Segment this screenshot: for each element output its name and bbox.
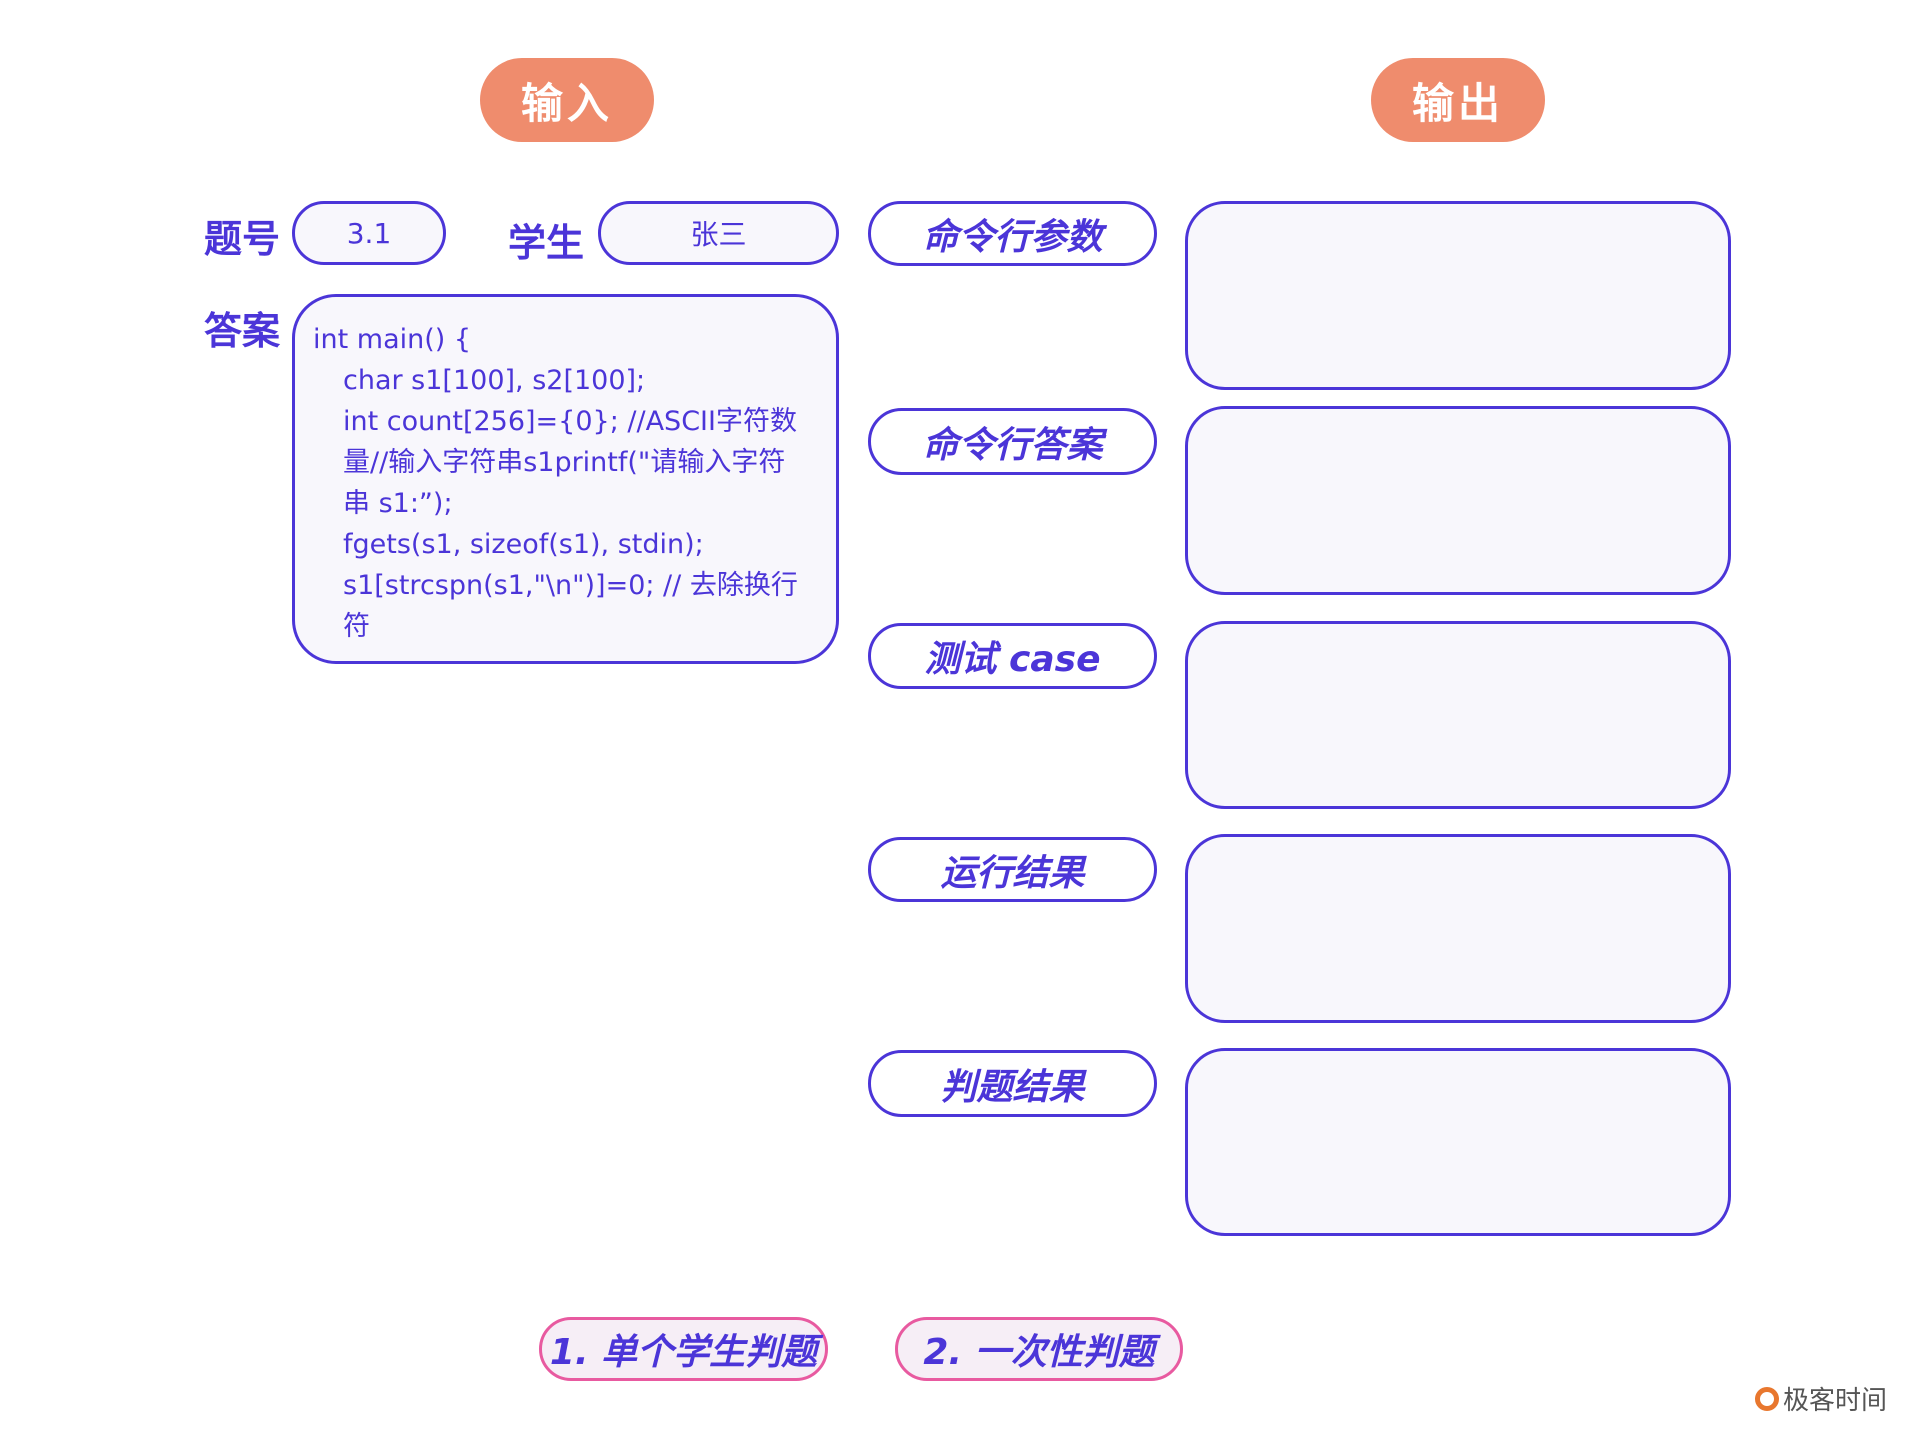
judge-result-label: 判题结果 (868, 1050, 1157, 1117)
logo: 极客时间 (1755, 1380, 1887, 1417)
test-case-label: 测试 case (868, 623, 1157, 689)
answer-code-field[interactable]: int main() { char s1[100], s2[100]; int … (292, 294, 839, 664)
batch-judge-button[interactable]: 2. 一次性判题 (895, 1317, 1183, 1381)
input-header: 输入 (480, 58, 654, 142)
question-no-field[interactable]: 3.1 (292, 201, 446, 265)
code-line: s1[strcspn(s1,"\n")]=0; // 去除换行符 (343, 570, 798, 642)
logo-icon (1755, 1386, 1779, 1411)
code-line: char s1[100], s2[100]; (343, 365, 646, 396)
logo-text: 极客时间 (1783, 1386, 1888, 1416)
code-line: int count[256]={0}; //ASCII字符数量//输入字符串s1… (343, 406, 797, 519)
code-line: fgets(s1, sizeof(s1), stdin); (343, 529, 704, 560)
test-case-output[interactable] (1185, 621, 1731, 809)
cmd-args-output[interactable] (1185, 201, 1731, 390)
cmd-answer-output[interactable] (1185, 406, 1731, 595)
cmd-args-label: 命令行参数 (868, 201, 1157, 266)
student-field[interactable]: 张三 (598, 201, 839, 265)
code-line: int main() { (313, 324, 472, 355)
run-result-output[interactable] (1185, 834, 1731, 1023)
single-student-judge-button[interactable]: 1. 单个学生判题 (539, 1317, 828, 1381)
output-header: 输出 (1371, 58, 1545, 142)
answer-label: 答案 (204, 309, 281, 353)
run-result-label: 运行结果 (868, 837, 1157, 902)
cmd-answer-label: 命令行答案 (868, 408, 1157, 475)
judge-result-output[interactable] (1185, 1048, 1731, 1236)
student-label: 学生 (508, 221, 585, 265)
question-no-label: 题号 (204, 217, 281, 261)
